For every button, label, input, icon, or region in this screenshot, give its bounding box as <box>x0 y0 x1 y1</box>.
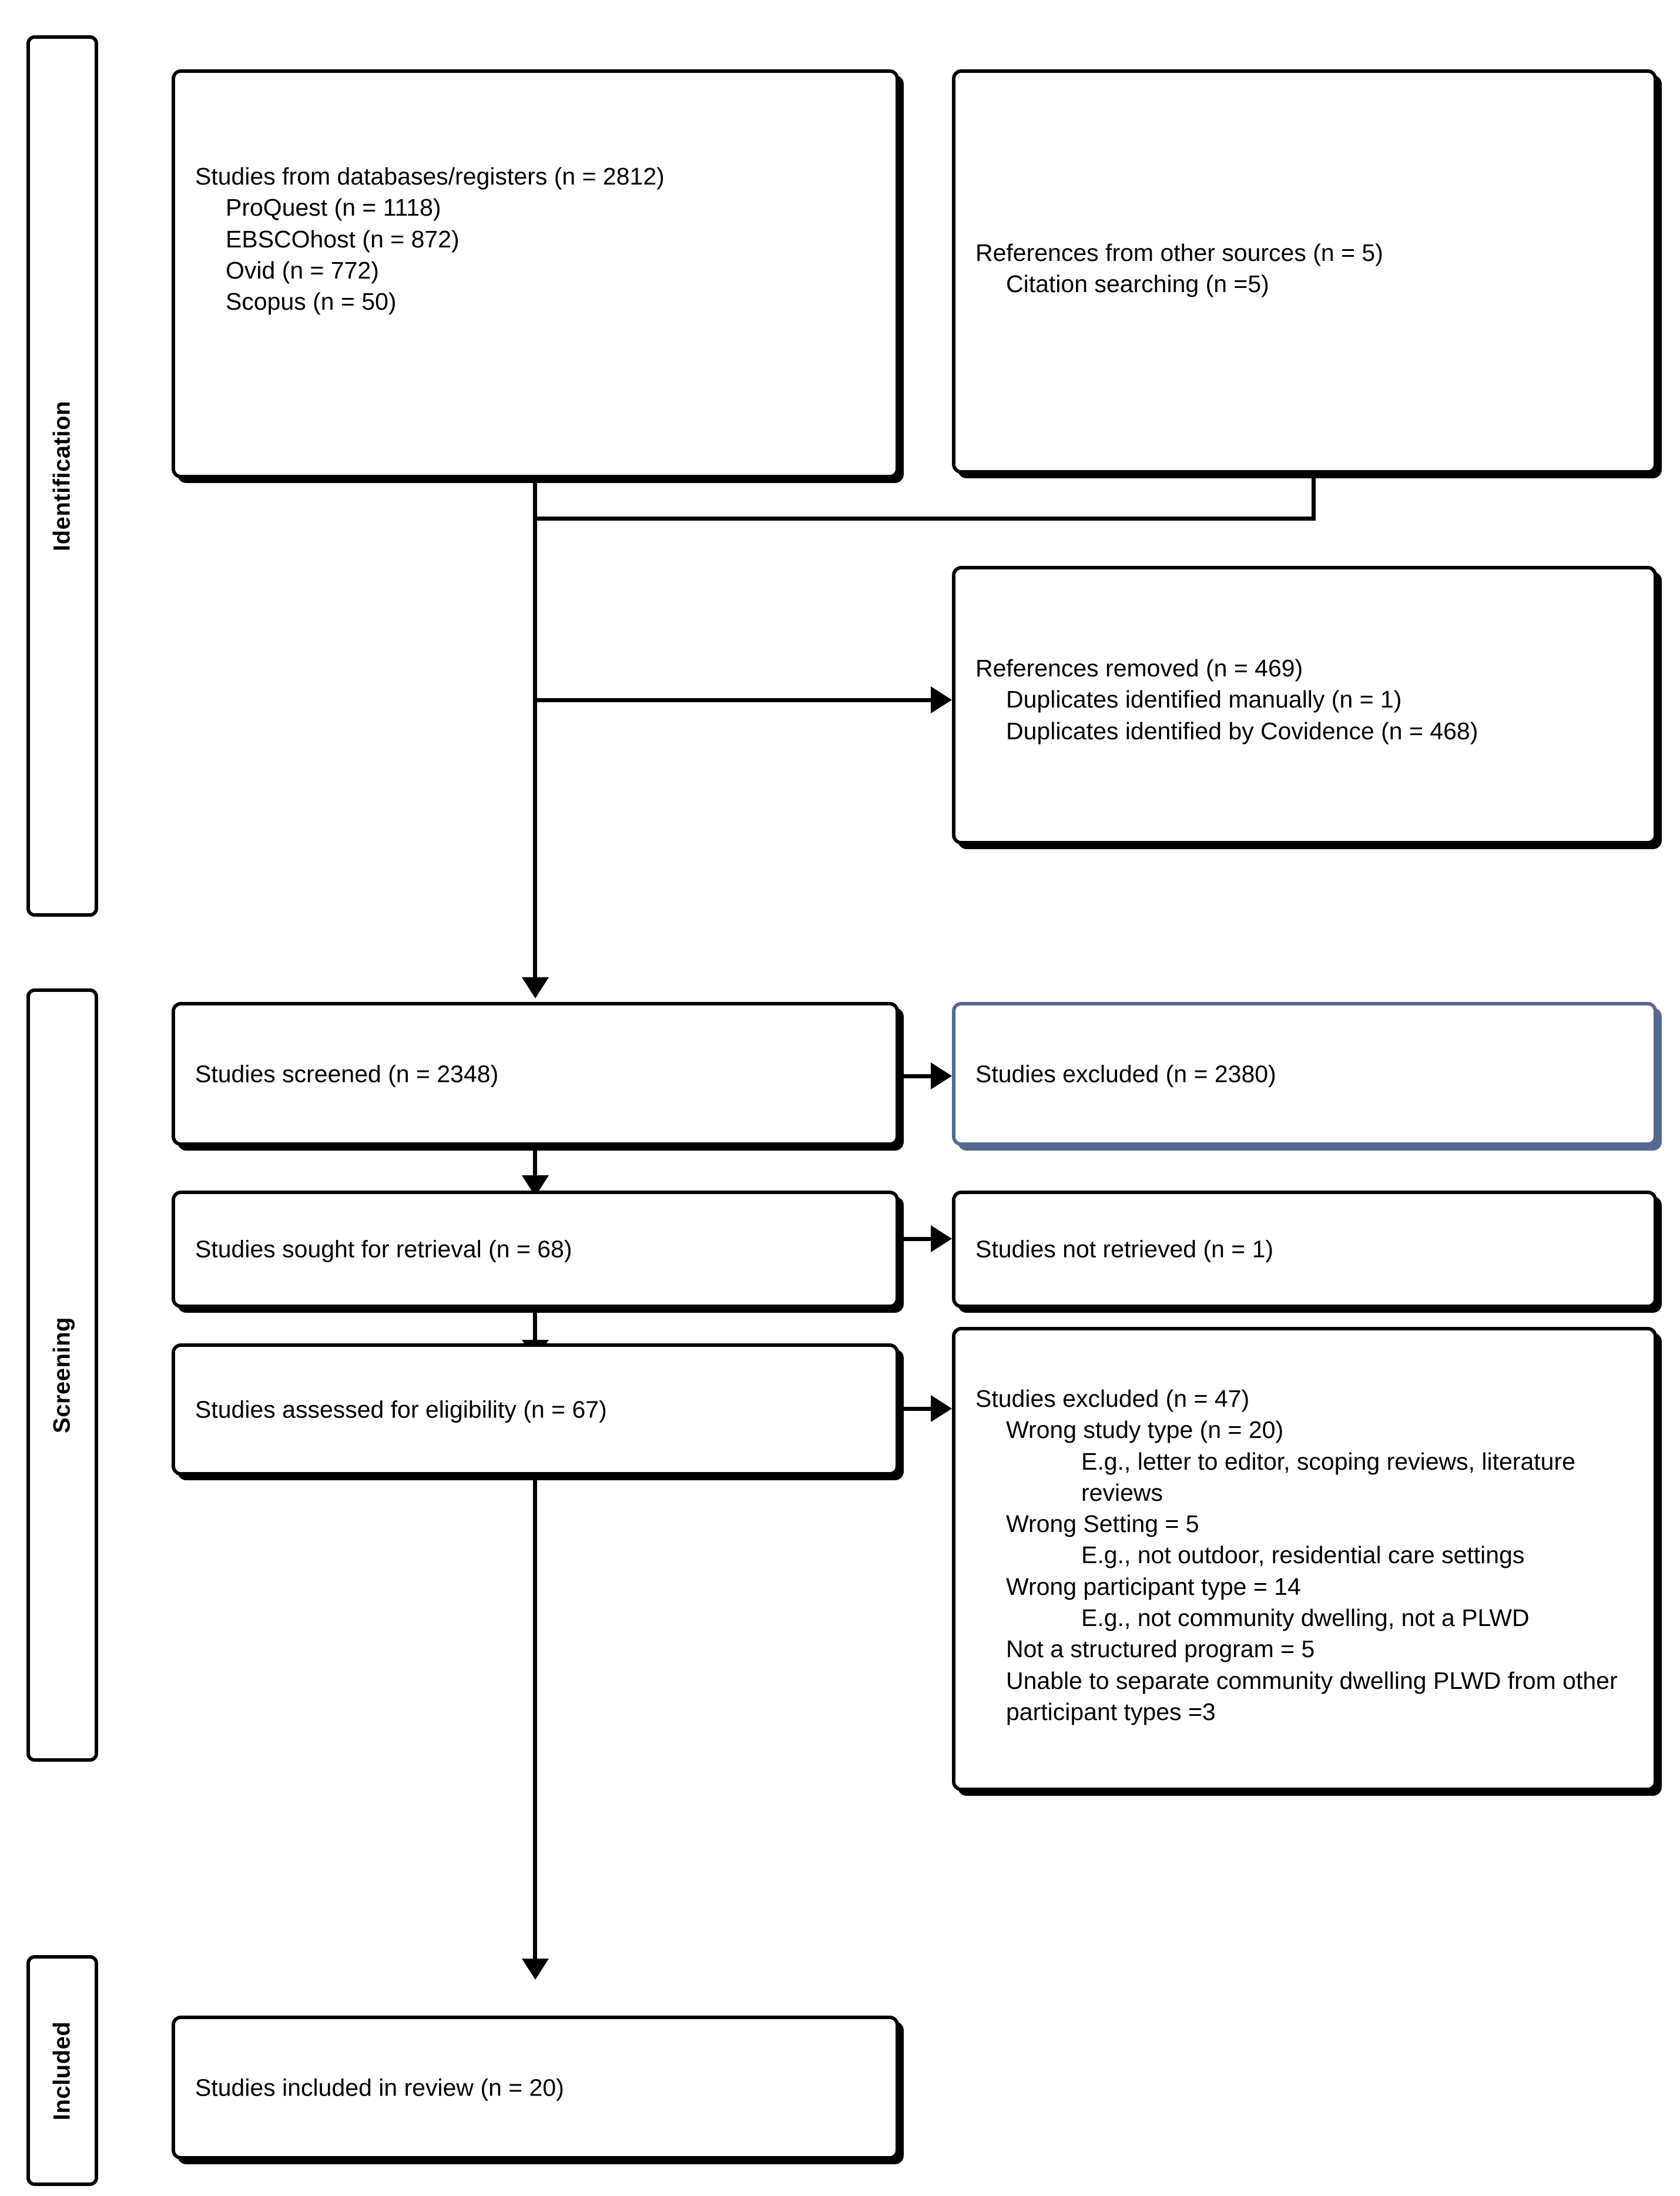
node-screened-excluded-heading: Studies excluded (n = 2380) <box>975 1058 1639 1089</box>
connector-not-retrieved-arrowhead <box>931 1225 952 1252</box>
node-databases-item: Scopus (n = 50) <box>226 288 397 316</box>
node-assessed-heading: Studies assessed for eligibility (n = 67… <box>195 1394 881 1425</box>
connector-not-retrieved-line <box>900 1237 934 1241</box>
node-other-sources-heading-text: References from other sources <box>975 239 1313 266</box>
node-removed-heading: References removed (n = 469) <box>975 653 1639 684</box>
node-removed-item: Duplicates identified by Covidence (n = … <box>1006 717 1478 745</box>
connector-included-arrowhead <box>522 1959 549 1980</box>
node-removed-heading-count: (n = 469) <box>1205 655 1303 682</box>
node-removed-heading-text: References removed <box>975 655 1206 682</box>
node-studies-sought-for-retrieval[interactable]: Studies sought for retrieval (n = 68) <box>172 1191 899 1308</box>
node-sought-heading: Studies sought for retrieval (n = 68) <box>195 1233 881 1265</box>
node-removed-item: Duplicates identified manually (n = 1) <box>1006 686 1402 713</box>
node-assessed-heading-count: (n = 67) <box>523 1395 607 1423</box>
phase-label-included: Included <box>49 2021 75 2120</box>
node-exclusion-reason: Wrong study type (n = 20) <box>1006 1416 1284 1444</box>
node-screened-heading: Studies screened (n = 2348) <box>195 1058 881 1089</box>
connector-eligibility-excluded-line <box>900 1407 934 1411</box>
node-exclusion-reason: Wrong participant type = 14 <box>1006 1573 1301 1600</box>
node-not-retrieved-heading: Studies not retrieved (n = 1) <box>975 1233 1639 1265</box>
node-other-sources-item: Citation searching (n =5) <box>1006 270 1269 298</box>
phase-bar-screening: Screening <box>26 988 98 1762</box>
node-eligibility-excluded-heading-count: (n = 47) <box>1165 1385 1250 1412</box>
node-references-other-sources[interactable]: References from other sources (n = 5) Ci… <box>952 69 1657 474</box>
connector-databases-trunk <box>533 477 537 978</box>
connector-sought-assessed-line <box>533 1308 537 1342</box>
node-eligibility-excluded-heading-text: Studies excluded <box>975 1385 1166 1412</box>
node-other-sources-heading: References from other sources (n = 5) <box>975 237 1639 269</box>
node-databases-heading-count: (n = 2812) <box>554 163 665 190</box>
node-exclusion-reason: Wrong Setting = 5 <box>1006 1510 1199 1538</box>
node-not-retrieved-heading-count: (n = 1) <box>1203 1235 1274 1263</box>
node-databases-item: ProQuest (n = 1118) <box>226 194 441 222</box>
node-databases-item: EBSCOhost (n = 872) <box>226 225 460 253</box>
phase-bar-identification: Identification <box>26 35 98 917</box>
node-exclusion-reason-example: E.g., not community dwelling, not a PLWD <box>1081 1604 1530 1632</box>
connector-screened-arrowhead <box>522 977 549 998</box>
node-studies-from-databases[interactable]: Studies from databases/registers (n = 28… <box>172 69 899 478</box>
connector-removed-arrowhead <box>931 686 952 713</box>
node-exclusion-reason: Not a structured program = 5 <box>1006 1635 1315 1663</box>
phase-label-identification: Identification <box>49 401 75 551</box>
node-screened-excluded-heading-count: (n = 2380) <box>1165 1060 1276 1087</box>
connector-screened-excluded-line <box>900 1074 934 1078</box>
node-databases-heading: Studies from databases/registers (n = 28… <box>195 161 881 192</box>
node-studies-excluded-eligibility[interactable]: Studies excluded (n = 47) Wrong study ty… <box>952 1327 1657 1791</box>
node-eligibility-excluded-heading: Studies excluded (n = 47) <box>975 1383 1639 1414</box>
node-exclusion-reason: Unable to separate community dwelling PL… <box>1006 1667 1618 1725</box>
node-screened-heading-text: Studies screened <box>195 1060 388 1087</box>
connector-other-sources-stub <box>1312 474 1316 521</box>
node-included-heading-count: (n = 20) <box>480 2073 564 2101</box>
node-studies-excluded-screening[interactable]: Studies excluded (n = 2380) <box>952 1002 1657 1146</box>
node-assessed-heading-text: Studies assessed for eligibility <box>195 1395 524 1423</box>
node-sought-heading-count: (n = 68) <box>488 1235 572 1263</box>
node-screened-heading-count: (n = 2348) <box>388 1060 499 1087</box>
node-exclusion-reason-example: E.g., letter to editor, scoping reviews,… <box>1081 1447 1575 1506</box>
connector-removed-line <box>533 698 933 702</box>
connector-included-line <box>533 1475 537 1960</box>
node-not-retrieved-heading-text: Studies not retrieved <box>975 1235 1203 1263</box>
node-included-heading-text: Studies included in review <box>195 2073 481 2101</box>
node-studies-screened[interactable]: Studies screened (n = 2348) <box>172 1002 899 1146</box>
node-studies-not-retrieved[interactable]: Studies not retrieved (n = 1) <box>952 1191 1657 1308</box>
node-references-removed[interactable]: References removed (n = 469) Duplicates … <box>952 566 1657 844</box>
node-screened-excluded-heading-text: Studies excluded <box>975 1060 1166 1087</box>
node-exclusion-reason-example: E.g., not outdoor, residential care sett… <box>1081 1541 1525 1569</box>
node-databases-item: Ovid (n = 772) <box>226 256 379 284</box>
connector-screened-sought-line <box>533 1146 537 1178</box>
node-databases-heading-text: Studies from databases/registers <box>195 163 554 190</box>
node-sought-heading-text: Studies sought for retrieval <box>195 1235 489 1263</box>
connector-other-sources-join <box>533 517 1316 521</box>
phase-label-screening: Screening <box>49 1317 75 1433</box>
node-included-heading: Studies included in review (n = 20) <box>195 2072 881 2103</box>
node-other-sources-heading-count: (n = 5) <box>1313 239 1383 266</box>
phase-bar-included: Included <box>26 1955 98 2186</box>
node-studies-included-in-review[interactable]: Studies included in review (n = 20) <box>172 2016 899 2160</box>
node-studies-assessed-for-eligibility[interactable]: Studies assessed for eligibility (n = 67… <box>172 1343 899 1476</box>
connector-eligibility-excluded-arrowhead <box>931 1395 952 1422</box>
connector-screened-excluded-arrowhead <box>931 1062 952 1089</box>
